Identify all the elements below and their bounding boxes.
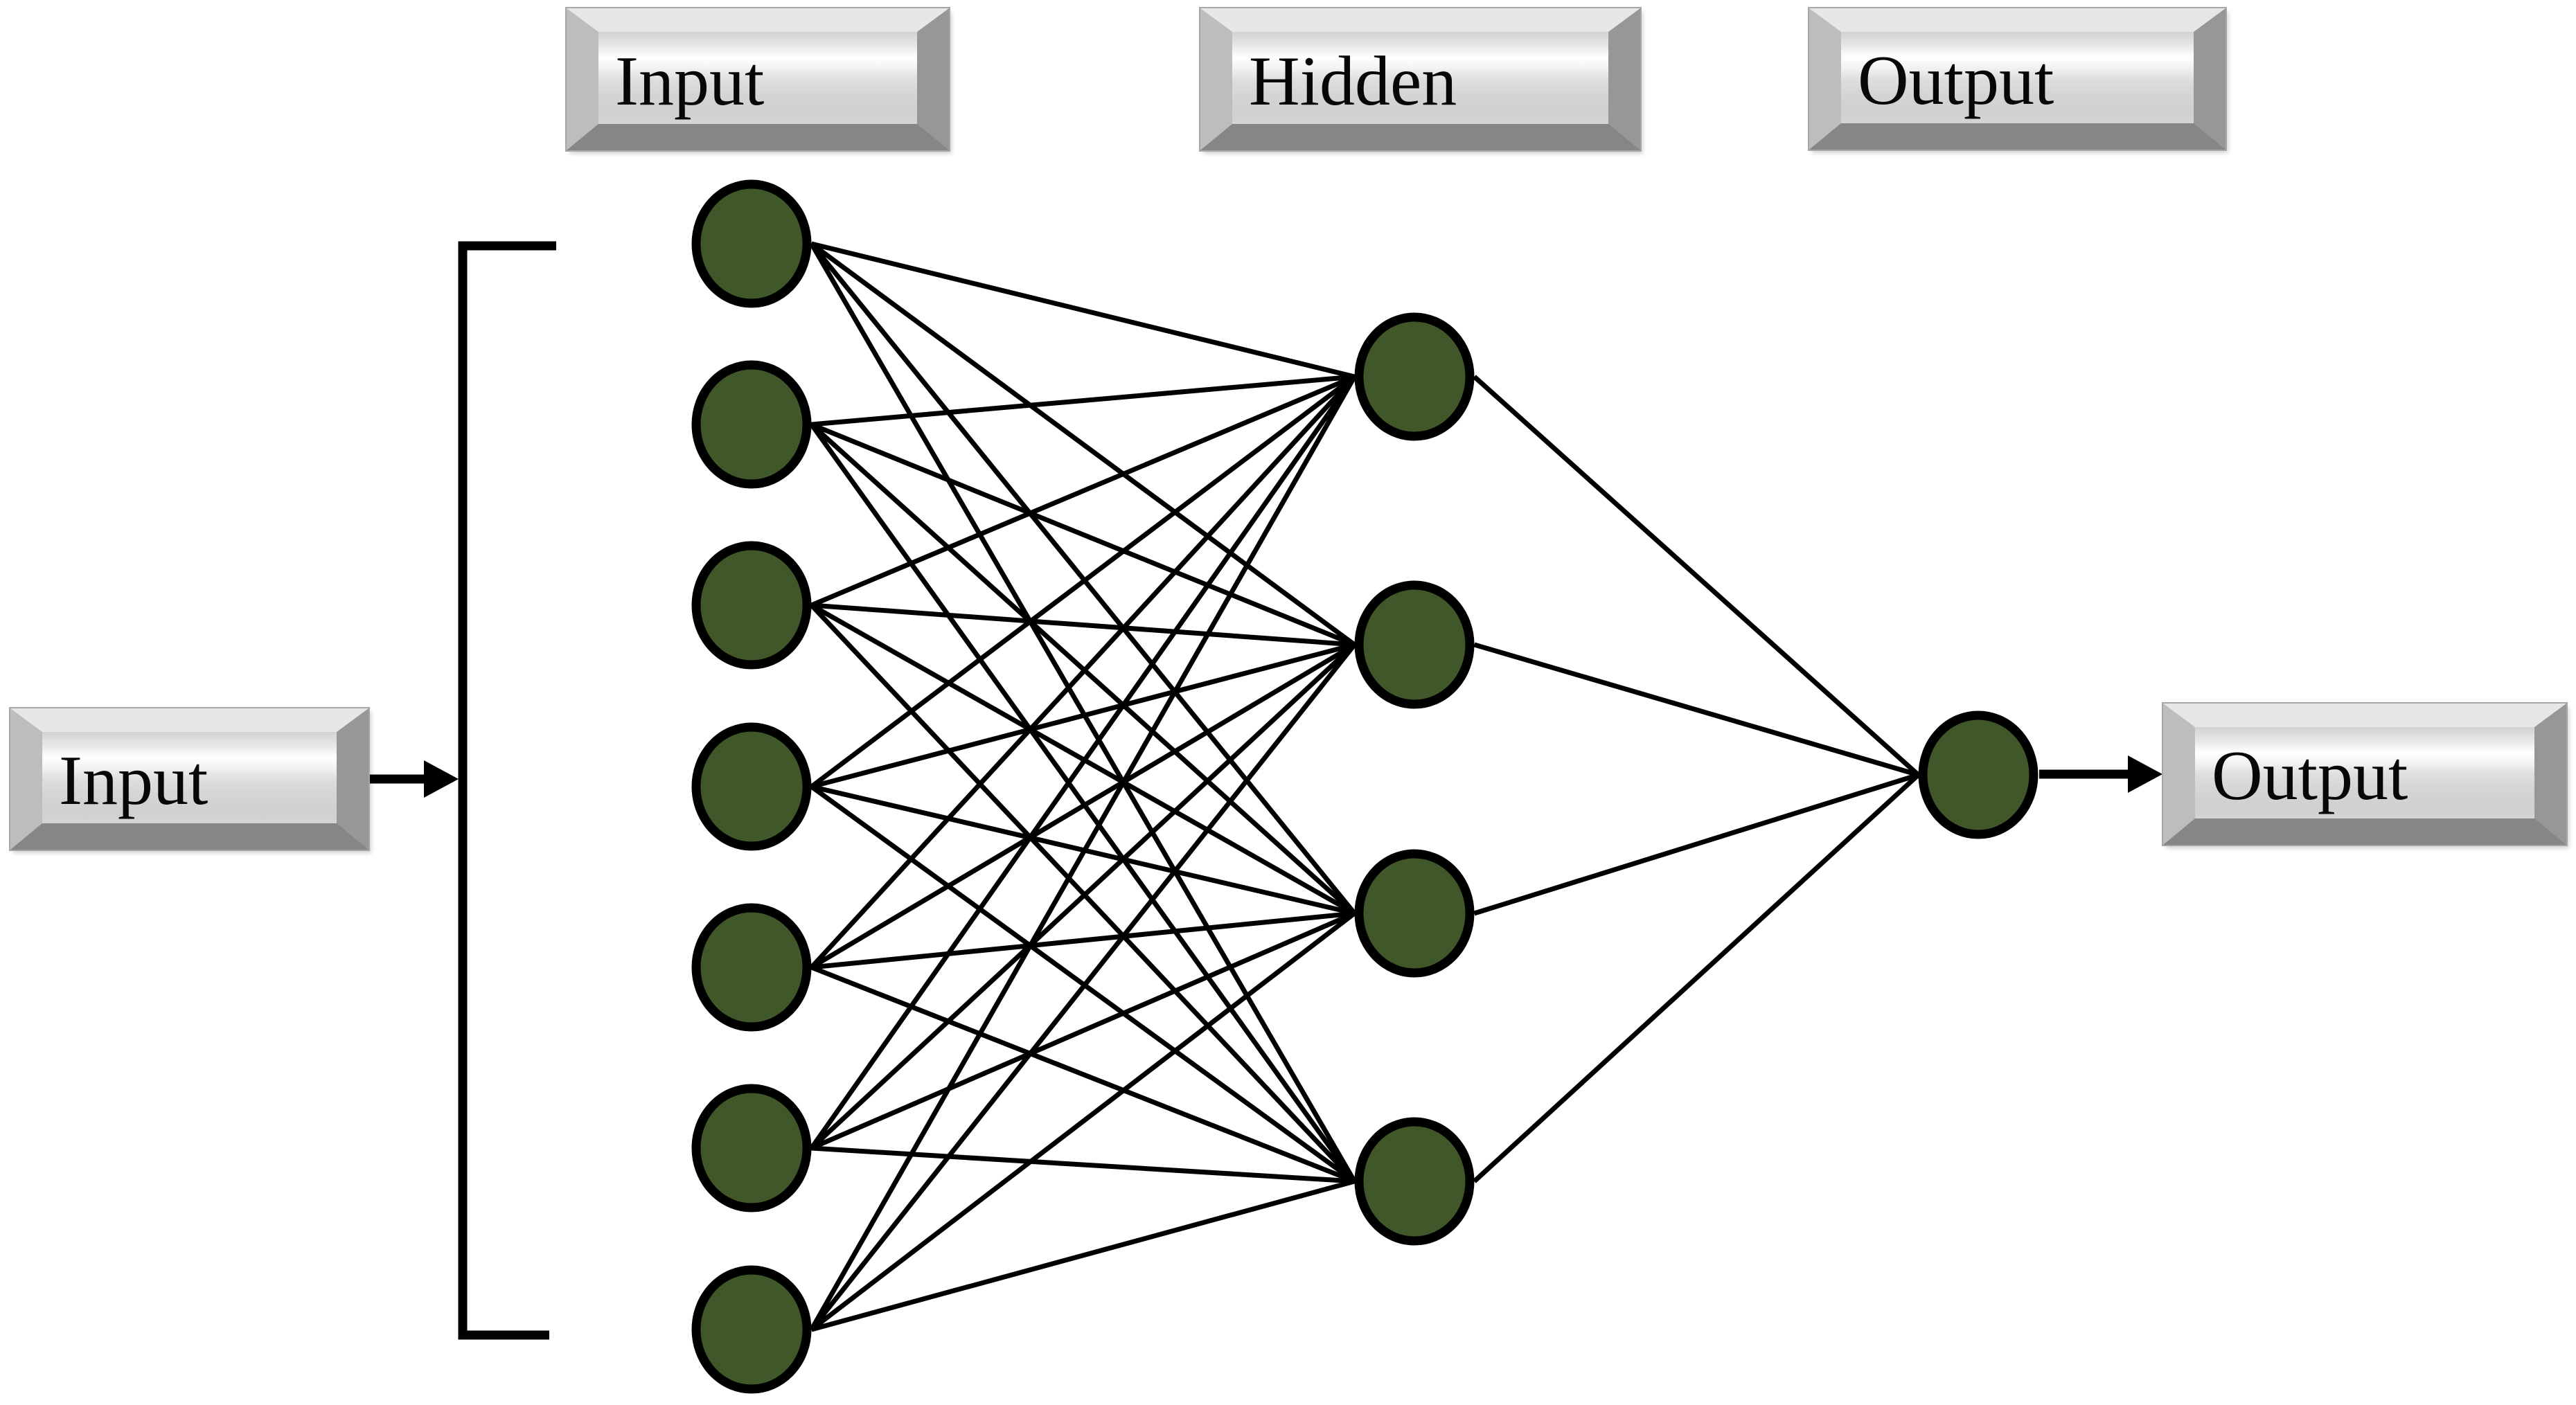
edge-hidden3-output1	[1473, 772, 1919, 916]
edge-input1-hidden3	[809, 242, 1357, 915]
input-source-button[interactable]: Input	[10, 708, 368, 850]
edge-input3-hidden2	[811, 602, 1355, 647]
hidden-node-1	[1354, 312, 1475, 441]
input-node-4	[691, 722, 812, 851]
edge-hidden1-output1	[1473, 375, 1920, 777]
edge-input4-hidden1	[810, 375, 1356, 789]
edge-input6-hidden4	[811, 1145, 1355, 1184]
edge-input2-hidden4	[809, 422, 1357, 1183]
hidden-layer-button[interactable]: Hidden	[1200, 8, 1640, 150]
edge-input1-hidden1	[810, 241, 1356, 379]
edge-input5-hidden1	[809, 375, 1357, 969]
edge-input7-hidden4	[810, 1179, 1356, 1332]
edge-hidden4-output1	[1473, 773, 1920, 1183]
hidden-node-3	[1354, 849, 1475, 978]
hidden-layer-button-label: Hidden	[1249, 42, 1457, 120]
edge-input7-hidden2	[809, 643, 1357, 1332]
edge-hidden2-output1	[1473, 642, 1919, 778]
edge-input1-hidden4	[809, 242, 1357, 1183]
output-layer-button-label: Output	[1858, 42, 2054, 120]
edge-input1-hidden2	[810, 242, 1356, 647]
edge-input3-hidden1	[810, 374, 1356, 608]
edge-input4-hidden2	[810, 642, 1356, 789]
nodes-group	[691, 179, 2038, 1394]
output-layer-button[interactable]: Output	[1809, 8, 2226, 150]
input-node-3	[691, 541, 812, 670]
input-layer-button-label: Input	[615, 42, 765, 120]
edge-input7-hidden1	[809, 375, 1357, 1331]
input-arrow-head	[424, 760, 459, 798]
output-sink-button[interactable]: Output	[2163, 704, 2566, 845]
edge-input7-hidden3	[810, 911, 1356, 1332]
hidden-node-4	[1354, 1117, 1475, 1246]
edge-input6-hidden1	[809, 375, 1357, 1150]
hidden-node-2	[1354, 580, 1475, 709]
input-source-button-label: Input	[59, 742, 208, 820]
edge-input2-hidden2	[810, 422, 1356, 647]
edge-input6-hidden3	[810, 911, 1356, 1151]
output-sink-button-label: Output	[2212, 737, 2408, 815]
input-node-5	[691, 903, 812, 1032]
input-node-2	[691, 360, 812, 489]
input-node-7	[691, 1265, 812, 1394]
edge-input2-hidden1	[811, 374, 1355, 427]
edges-group	[809, 241, 1920, 1332]
input-arrow	[370, 760, 459, 798]
output-node-1	[1918, 710, 2038, 839]
output-arrow-head	[2128, 755, 2162, 793]
input-node-1	[691, 179, 812, 308]
edge-input5-hidden3	[811, 911, 1355, 970]
edge-input5-hidden4	[810, 965, 1356, 1184]
edge-input5-hidden2	[810, 642, 1356, 970]
input-node-6	[691, 1084, 812, 1212]
input-group-bracket	[458, 241, 556, 1340]
input-layer-button[interactable]: Input	[567, 8, 949, 150]
edge-input6-hidden2	[810, 643, 1356, 1150]
output-arrow	[2039, 755, 2162, 793]
